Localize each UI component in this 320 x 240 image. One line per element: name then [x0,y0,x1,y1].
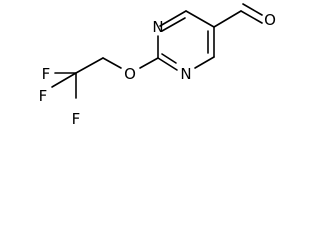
bond-cho-o [240,10,263,24]
atom-o-ether: O [124,65,136,83]
bond-n1-c6-double [161,17,186,32]
bond-c2-o [139,57,159,69]
atom-n-top: N [152,18,163,36]
bond-c5-cho [213,10,242,28]
bond-o-ch2 [102,57,122,69]
aldehyde-group [213,3,263,28]
atom-o-aldehyde: O [264,11,276,29]
atom-f-mid: F [39,87,48,105]
bond-cho-o-double [242,3,263,16]
bond-n3-c2-double [161,53,177,64]
pyrimidine-ring [157,10,215,71]
bond-ch2-cf3 [75,57,104,74]
bond-c6-c5 [185,10,215,28]
atom-f-left: F [42,65,51,83]
atom-f-bottom: F [72,110,81,128]
bond-n3-c2 [157,57,178,71]
atom-labels: N N O O F F F [39,11,276,128]
trifluoroethoxy-group [51,57,159,99]
chemical-structure-diagram: N N O O F F F [39,3,276,128]
bond-c4-n3 [194,56,215,69]
atom-n-bottom: N [180,65,191,83]
bond-n1-c6 [159,10,187,27]
bond-cf3-f-mid [51,72,77,88]
